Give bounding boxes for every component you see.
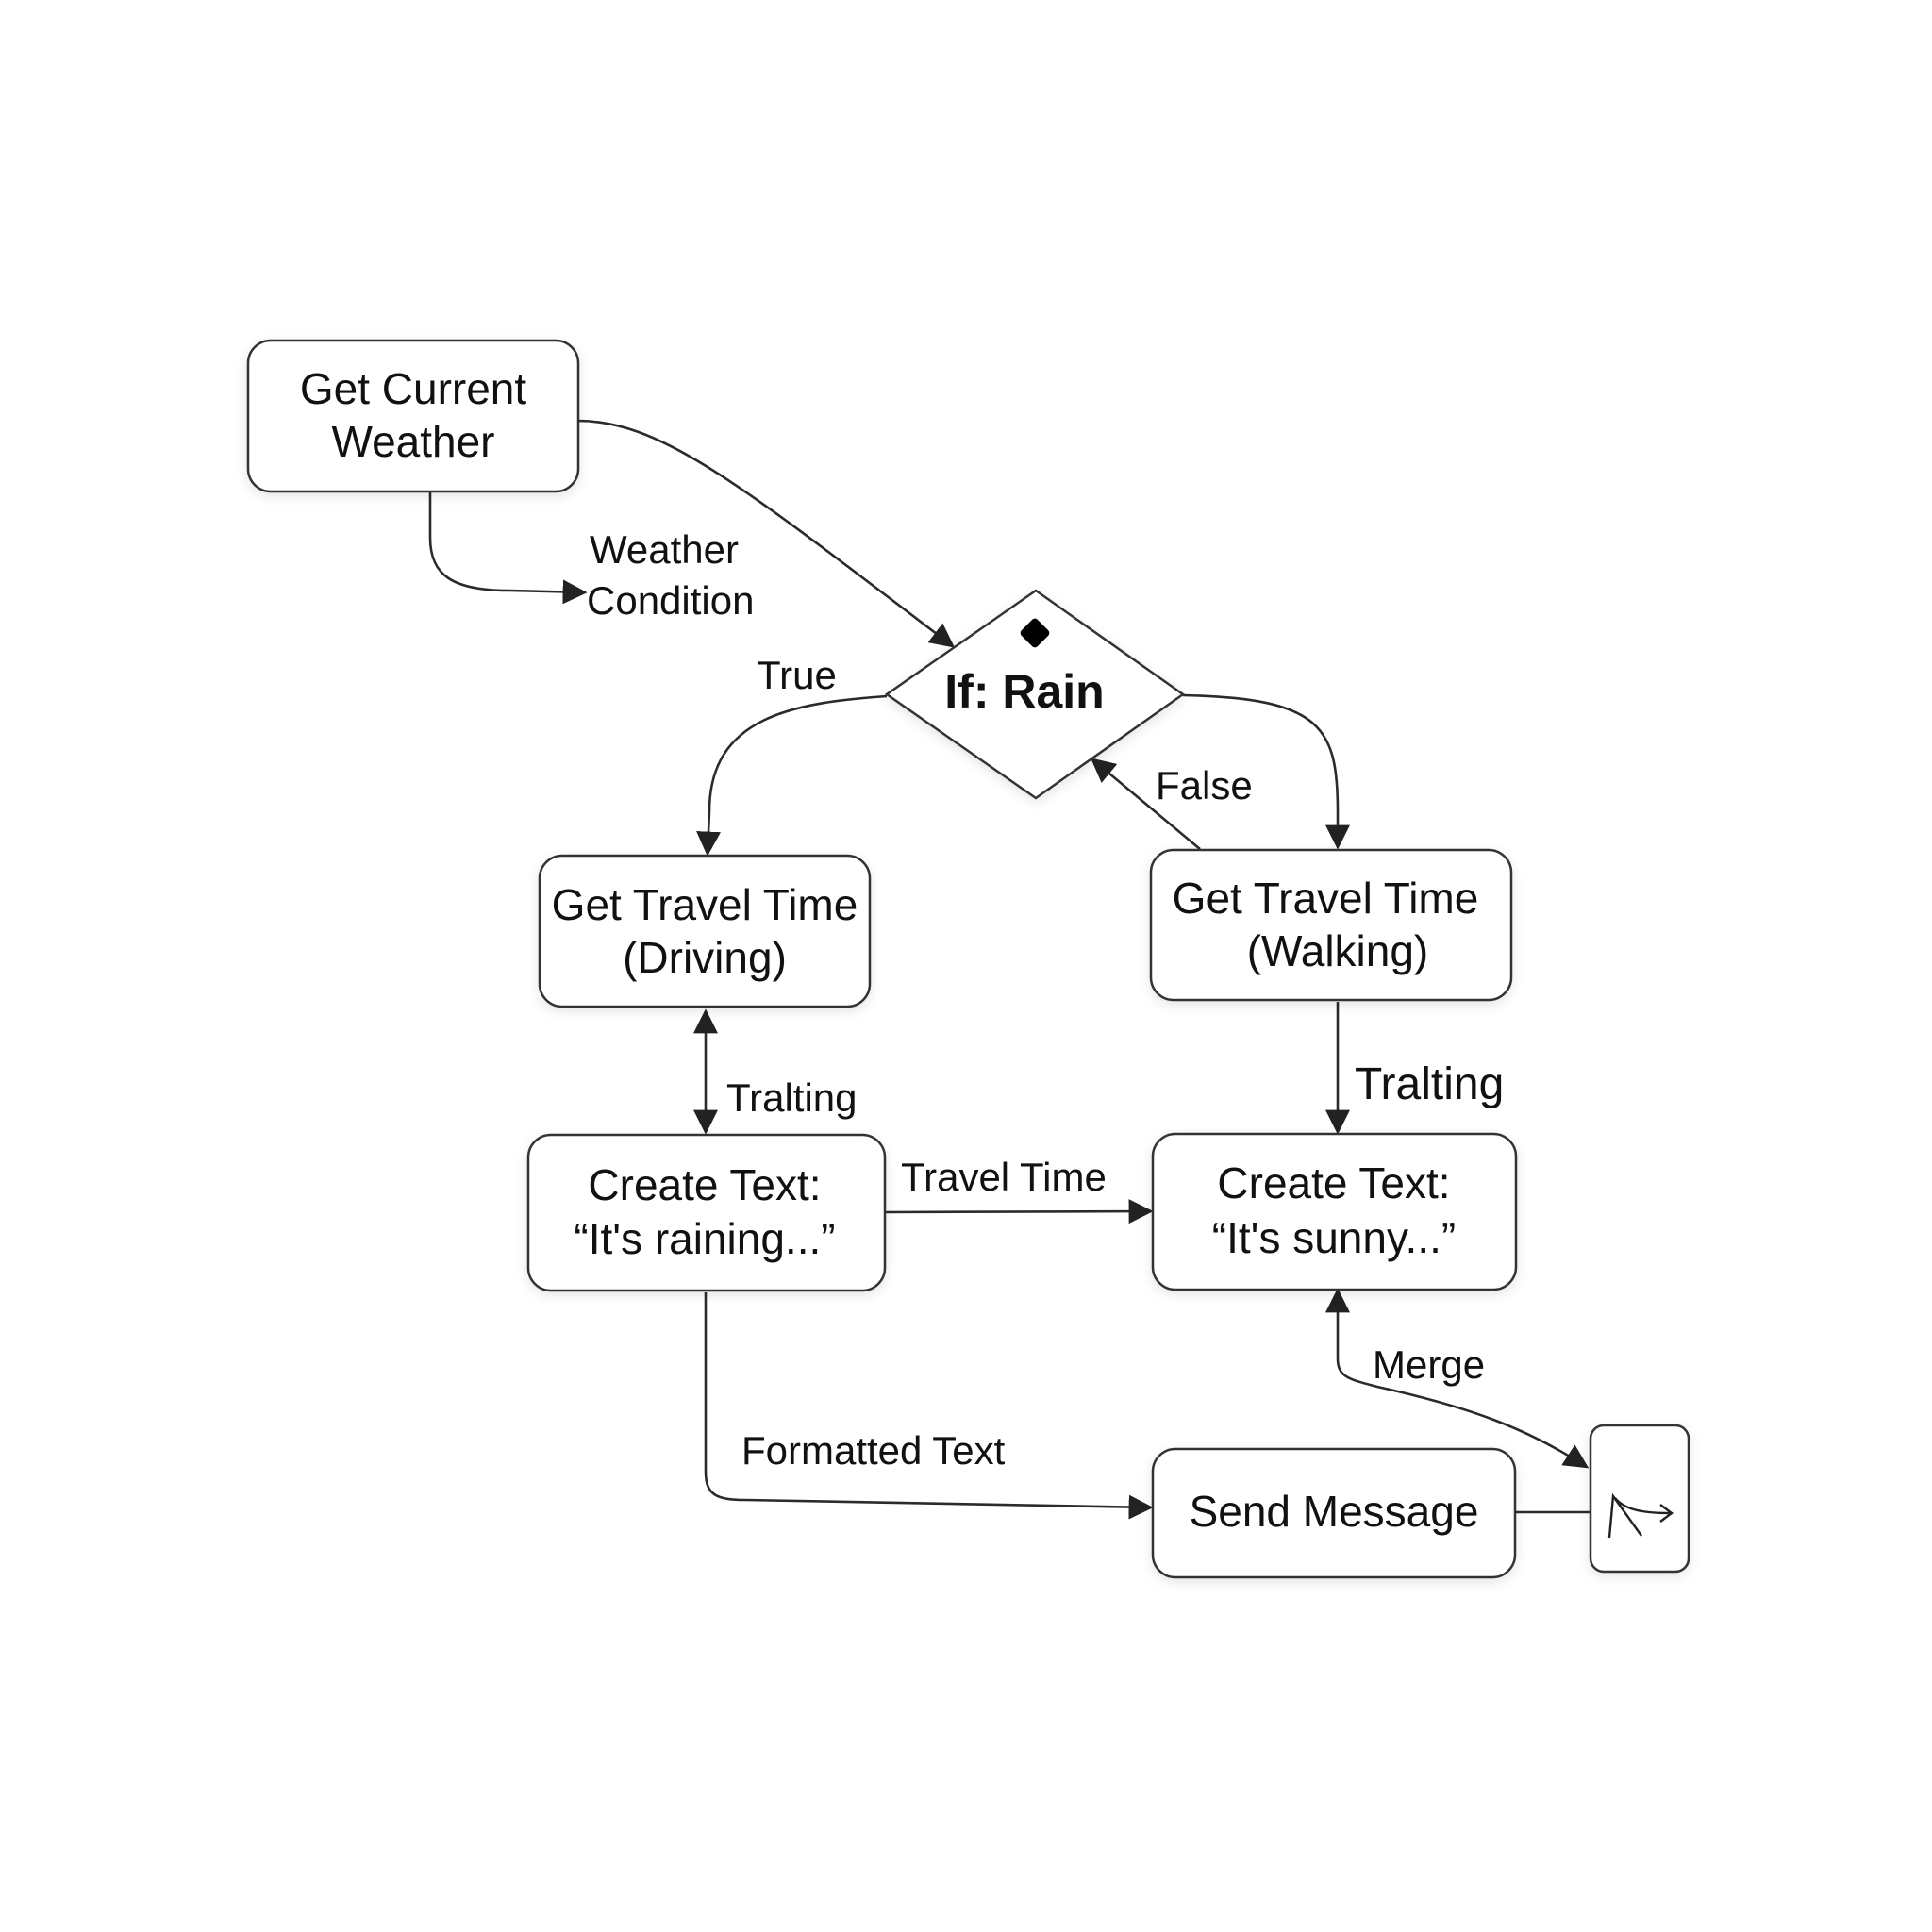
label-weather-condition-line1: Weather <box>590 527 739 572</box>
node-create-text-raining[interactable]: Create Text: “It's raining...” <box>526 1133 887 1292</box>
node-travel-driving-line1: Get Travel Time <box>552 880 858 929</box>
node-decision-if-rain[interactable]: If: Rain <box>884 589 1186 800</box>
edge-weather-to-decision <box>576 419 956 648</box>
edge-true-to-driving <box>696 694 888 857</box>
node-travel-time-driving[interactable]: Get Travel Time (Driving) <box>538 854 872 1008</box>
node-send-message-label: Send Message <box>1190 1487 1479 1536</box>
node-send-message[interactable]: Send Message <box>1151 1447 1517 1579</box>
node-create-text-sunny[interactable]: Create Text: “It's sunny...” <box>1151 1132 1518 1291</box>
node-text-sunny-line1: Create Text: <box>1217 1158 1450 1208</box>
label-weather-condition-line2: Condition <box>587 578 754 623</box>
label-true: True <box>757 653 837 697</box>
decision-label: If: Rain <box>944 665 1104 718</box>
edge-travel-time <box>884 1199 1154 1224</box>
merge-arrow-icon <box>1607 1492 1674 1539</box>
label-travel-time: Travel Time <box>901 1155 1107 1199</box>
label-tralting-left: Tralting <box>726 1075 858 1120</box>
node-travel-walking-line1: Get Travel Time <box>1173 874 1479 923</box>
node-travel-walking-line2: (Walking) <box>1247 926 1429 975</box>
node-merge[interactable] <box>1589 1424 1690 1574</box>
node-text-raining-line1: Create Text: <box>588 1160 821 1209</box>
label-false: False <box>1156 763 1253 808</box>
label-formatted-text: Formatted Text <box>741 1428 1006 1473</box>
edge-false-to-decision <box>1091 758 1201 850</box>
label-merge: Merge <box>1373 1342 1485 1387</box>
node-travel-driving-line2: (Driving) <box>623 933 787 982</box>
edge-decision-to-walking <box>1182 693 1350 850</box>
node-get-current-weather-line2: Weather <box>331 417 494 466</box>
label-tralting-right: Tralting <box>1355 1059 1504 1109</box>
node-text-raining-line2: “It's raining...” <box>574 1214 835 1263</box>
node-travel-time-walking[interactable]: Get Travel Time (Walking) <box>1149 848 1513 1002</box>
edge-formatted-text <box>704 1292 1154 1520</box>
edge-merge <box>1325 1288 1590 1469</box>
node-text-sunny-line2: “It's sunny...” <box>1212 1213 1456 1262</box>
node-get-current-weather-line1: Get Current <box>300 364 527 413</box>
node-get-current-weather[interactable]: Get Current Weather <box>246 339 580 493</box>
diamond-marker-icon <box>1020 618 1050 648</box>
edge-weather-to-condition <box>428 492 588 605</box>
